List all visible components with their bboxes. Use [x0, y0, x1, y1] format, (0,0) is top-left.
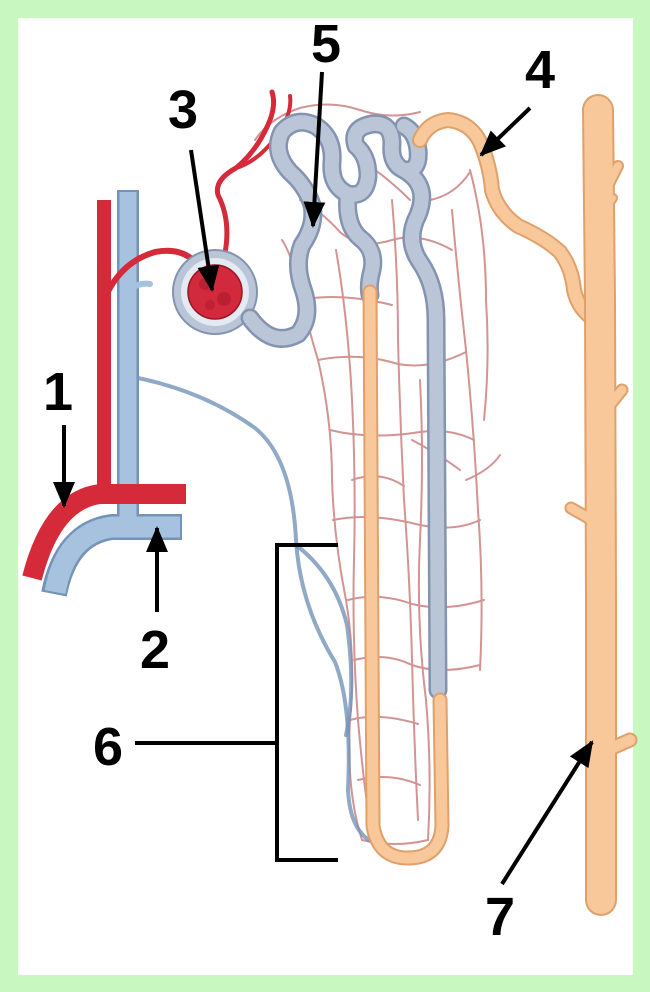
callout-1-label: 1 — [43, 362, 73, 422]
glomerulus-texture-2 — [217, 292, 231, 306]
callout-7-label: 7 — [485, 887, 515, 947]
duct-branch-5 — [612, 740, 630, 748]
glomerulus-texture-3 — [205, 300, 215, 310]
glomerulus — [188, 265, 242, 319]
callout-3-label: 3 — [168, 80, 198, 140]
callout-4-label: 4 — [525, 40, 555, 100]
callout-5-label: 5 — [311, 14, 341, 74]
callout-6-label: 6 — [93, 717, 123, 777]
collecting-duct-tube — [598, 110, 601, 900]
callout-2-label: 2 — [140, 620, 170, 680]
